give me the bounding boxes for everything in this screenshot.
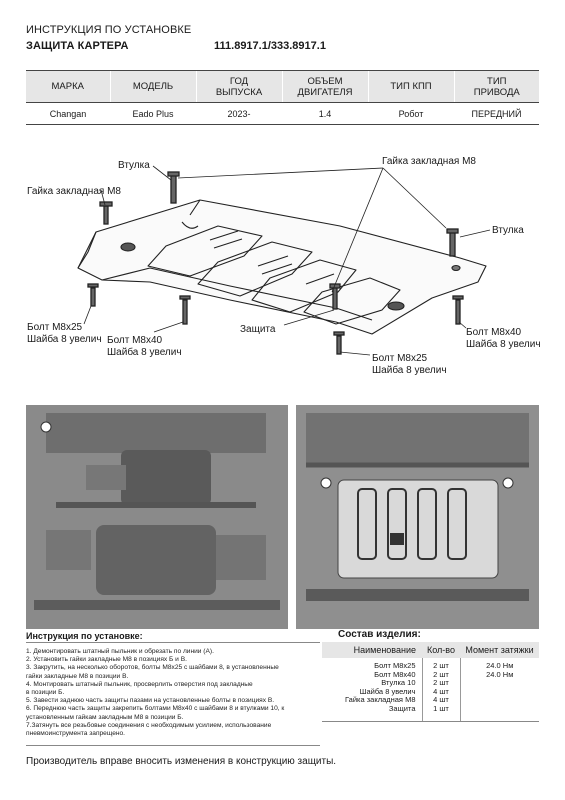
composition-row: Шайба 8 увелич 4 шт [322, 686, 539, 697]
embedded-nut-left [103, 205, 109, 225]
composition-row: Защита 1 шт [322, 704, 539, 722]
instruction-line: 1. Демонтировать штатный пыльник и обрез… [26, 648, 214, 655]
item-torque [460, 704, 539, 722]
plate-window-4 [303, 277, 401, 325]
bolt-left-m8x25 [90, 287, 96, 307]
instruction-title: ИНСТРУКЦИЯ ПО УСТАНОВКЕ [26, 24, 192, 36]
spec-gearbox: Робот [368, 102, 454, 125]
item-torque: 24.0 Нм [486, 669, 514, 679]
item-qty: 4 шт [421, 687, 461, 696]
item-name: Шайба 8 увелич [359, 686, 416, 696]
composition-row: Болт М8х40 2 шт 24.0 Нм [322, 669, 539, 679]
mount-boss-left [120, 242, 136, 252]
plate-window-1 [147, 225, 263, 277]
plate-window-3 [251, 259, 357, 313]
label-bolt-m8x40-right: Болт М8х40 Шайба 8 увелич [466, 327, 541, 350]
composition-row: Гайка закладная М8 4 шт [322, 695, 539, 705]
instructions-list: 1. Демонтировать штатный пыльник и обрез… [26, 642, 320, 746]
label-embedded-nut-top: Гайка закладная М8 [382, 156, 476, 167]
instruction-line: 6. Переднюю часть защиты закрепить болта… [26, 705, 285, 713]
spec-year: 2023- [196, 102, 282, 125]
instruction-line: 2. Установить гайки закладные М8 в позиц… [26, 656, 187, 664]
composition-row: Болт М8х25 2 шт 24.0 Нм [322, 658, 539, 671]
skid-plate [77, 199, 487, 335]
item-qty: 2 шт [421, 670, 461, 679]
label-bushing-left: Втулка [118, 160, 150, 171]
item-name: Болт М8х40 [374, 669, 416, 679]
spec-brand: Changan [26, 102, 110, 125]
plate-window-2 [197, 241, 313, 297]
vehicle-spec-table: МАРКА МОДЕЛЬ ГОД ВЫПУСКА ОБЪЕМ ДВИГАТЕЛЯ… [26, 70, 539, 125]
spec-row: Changan Eado Plus 2023- 1.4 Робот ПЕРЕДН… [26, 102, 539, 125]
label-embedded-nut-left: Гайка закладная М8 [27, 186, 121, 197]
bolt-right-m8x40 [455, 299, 461, 325]
composition-title: Состав изделия: [338, 629, 421, 640]
instruction-line: гайки закладные М8 в позиции В. [26, 672, 129, 680]
footer-note: Производитель вправе вносить изменения в… [26, 756, 337, 767]
item-name: Болт М8х25 [374, 661, 416, 670]
composition-row: Втулка 10 2 шт [322, 678, 539, 688]
instruction-line: 4. Монтировать штатный пыльник, просверл… [26, 680, 253, 688]
bushing-right [449, 231, 456, 257]
instructions-title: Инструкция по установке: [26, 631, 143, 641]
instruction-line: 5. Завести заднюю часть защиты пазами на… [26, 697, 275, 705]
spec-header-engine: ОБЪЕМ ДВИГАТЕЛЯ [281, 70, 368, 103]
instruction-line: пневмоинструмента запрещено. [26, 730, 126, 738]
item-torque [460, 688, 539, 697]
label-guard: Защита [240, 324, 276, 335]
composition-header-name: Наименование [322, 642, 422, 658]
label-bushing-right: Втулка [492, 225, 524, 236]
item-qty: 1 шт [421, 704, 461, 722]
item-name: Защита [322, 704, 422, 722]
spec-drive: ПЕРЕДНИЙ [454, 102, 539, 125]
item-qty: 4 шт [421, 695, 461, 705]
photo-underbody-after [296, 405, 539, 629]
spec-engine: 1.4 [282, 102, 368, 125]
composition-table: Наименование Кол-во Момент затяжки Болт … [322, 642, 539, 722]
spec-model: Eado Plus [110, 102, 196, 125]
label-bolt-m8x40-left: Болт М8х40 Шайба 8 увелич [107, 335, 182, 358]
spec-header-row: МАРКА МОДЕЛЬ ГОД ВЫПУСКА ОБЪЕМ ДВИГАТЕЛЯ… [26, 70, 539, 103]
label-bolt-m8x25-bottom: Болт М8х25 Шайба 8 увелич [372, 353, 447, 376]
item-torque [460, 696, 539, 705]
bolt-left-m8x40 [182, 299, 188, 325]
mount-boss-right [387, 301, 405, 311]
composition-header-qty: Кол-во [422, 642, 460, 658]
product-title: ЗАЩИТА КАРТЕРА [26, 40, 129, 52]
instruction-line: 7.Затянуть все резьбовые соединения с не… [26, 721, 272, 729]
spec-header-brand: МАРКА [26, 70, 110, 103]
photo-underbody-before [26, 405, 288, 629]
spec-header-year: ГОД ВЫПУСКА [195, 70, 282, 103]
item-qty: 2 шт [421, 678, 461, 688]
spec-header-drive: ТИП ПРИВОДА [453, 70, 539, 103]
instruction-line: в позиции Б. [26, 689, 65, 697]
label-bolt-m8x25-left: Болт М8х25 Шайба 8 увелич [27, 322, 102, 345]
bushing-left [170, 174, 177, 204]
item-qty: 2 шт [421, 658, 461, 671]
bolt-bottom-m8x25 [336, 335, 342, 355]
item-torque [460, 679, 539, 688]
item-name: Втулка 10 [381, 678, 416, 687]
composition-header-torque: Момент затяжки [460, 642, 539, 658]
composition-header-row: Наименование Кол-во Момент затяжки [322, 642, 539, 658]
spec-header-model: МОДЕЛЬ [109, 70, 196, 103]
embedded-nut-center [332, 286, 338, 310]
item-name: Гайка закладная М8 [345, 695, 416, 704]
item-torque: 24.0 Нм [486, 661, 514, 670]
instruction-line: 3. Закрутить, на несколько оборотов, бол… [26, 664, 279, 672]
spec-header-gearbox: ТИП КПП [367, 70, 454, 103]
instruction-line: установленным гайкам закладным М8 в пози… [26, 713, 184, 721]
article-number: 111.8917.1/333.8917.1 [214, 40, 326, 52]
